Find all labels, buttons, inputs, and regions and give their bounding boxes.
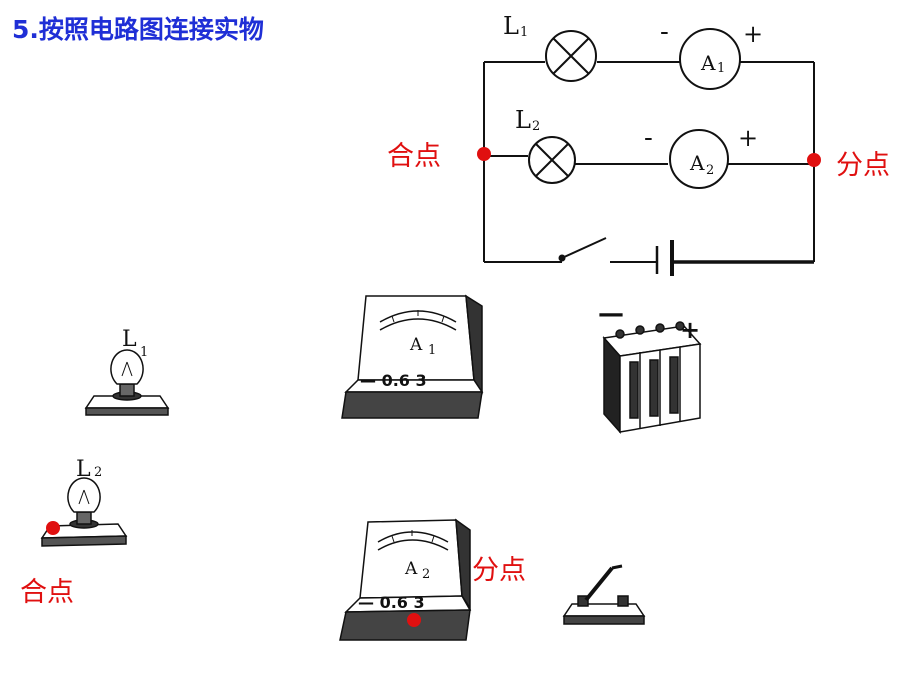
ammeter-a2-split-point — [407, 613, 421, 627]
bulb-l1-sub: 1 — [140, 345, 148, 360]
lamp-l1-letter: L — [503, 12, 519, 40]
switch-pivot — [558, 254, 566, 262]
lamp-l2-sub: 2 — [532, 119, 540, 134]
ammeter-a2-letter: A — [689, 151, 705, 175]
bulb-l1-part — [84, 349, 170, 416]
knife-switch-part — [562, 564, 646, 625]
ammeter-a2-part-sub: 2 — [422, 567, 430, 582]
ammeter-a2-symbol — [669, 129, 729, 189]
ammeter-a1-sub: 1 — [717, 61, 725, 76]
bulb-l2-letter: L — [76, 457, 91, 482]
bulb-l2-sub: 2 — [94, 465, 102, 480]
circuit-split-point — [807, 153, 821, 167]
page-title: 5.按照电路图连接实物 — [12, 10, 264, 46]
ammeter-a2-part-scale: — 0.6 3 — [358, 593, 425, 612]
title-text: 按照电路图连接实物 — [38, 15, 264, 44]
ammeter-a1-part-letter: A — [409, 335, 423, 355]
bulb-l2-merge-point — [46, 521, 60, 535]
ammeter-a1-letter: A — [700, 51, 716, 75]
lamp-l2-letter: L — [515, 106, 531, 134]
ammeter-a1-part — [341, 294, 484, 419]
circuit-diagram — [483, 61, 815, 276]
lamp-l1-sub: 1 — [520, 25, 528, 40]
battery-minus: — — [598, 299, 624, 329]
battery-pack-part — [602, 321, 702, 434]
ammeter-a1-part-sub: 1 — [428, 343, 436, 358]
bulb-l1-letter: L — [122, 327, 137, 352]
battery-plus: + — [680, 316, 700, 344]
lamp-l1-symbol — [545, 30, 597, 82]
ammeter-a2-minus: - — [644, 123, 653, 153]
ammeter-a1-plus: + — [743, 20, 763, 48]
ammeter-a1-symbol — [679, 28, 741, 90]
ammeter-a2-part-letter: A — [404, 559, 418, 579]
ammeter-a2-sub: 2 — [706, 163, 714, 178]
ammeter-a1-minus: - — [660, 17, 669, 47]
parts-merge-label: 合点 — [20, 577, 74, 608]
circuit-merge-point — [477, 147, 491, 161]
ammeter-a2-plus: + — [738, 124, 758, 152]
circuit-split-label: 分点 — [836, 150, 890, 181]
title-number: 5. — [12, 15, 39, 44]
bulb-l2-part — [40, 477, 128, 547]
ammeter-a1-part-scale: — 0.6 3 — [360, 371, 427, 390]
lamp-l2-symbol — [528, 136, 576, 184]
parts-split-label: 分点 — [472, 555, 526, 586]
circuit-merge-label: 合点 — [387, 141, 441, 172]
ammeter-a2-part — [339, 518, 472, 641]
